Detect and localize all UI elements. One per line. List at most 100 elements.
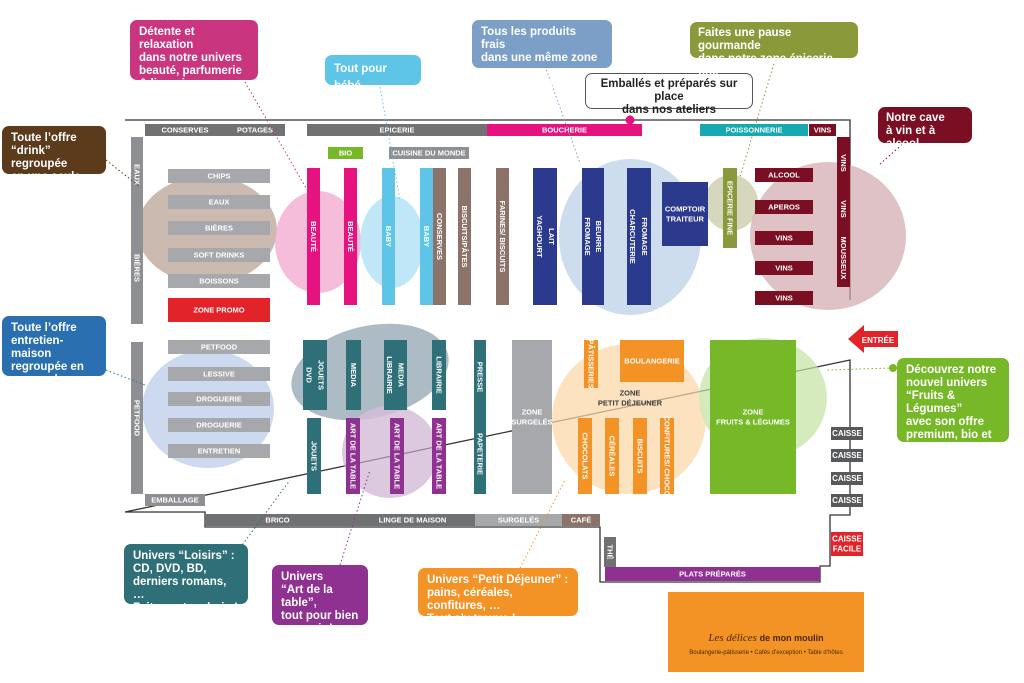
shelf-label: POTAGES [237,126,273,135]
shelf-linge-de-maison: LINGE DE MAISON [350,514,475,526]
callout-line: “Art de la table”, [281,584,333,609]
shelf-label: DROGUERIE [196,395,241,404]
shelf-lessive: LESSIVE [168,367,270,381]
callout-line: CD, DVD, BD, [133,563,207,575]
caisse-label: CAISSE [832,451,862,460]
callout-line: fresh & ready [906,442,980,454]
shelf-conserves: CONSERVES [433,168,446,305]
shelf-jouets: JOUETS [307,418,321,494]
block-label: COMPTOIR [665,205,706,214]
shelf-rect [303,340,315,410]
shelf-label: ALCOOL [768,171,800,180]
shelf-label: ART DE LA TABLE [393,423,402,489]
shelf-label: ENTRETIEN [198,447,241,456]
callout-line: derniers romans, … [133,576,227,601]
shelf-label: LINGE DE MAISON [379,516,447,525]
shelf-label: PRESSE [476,362,485,392]
shelf-eaux-side: EAUX [131,137,143,212]
shelf-rect [755,231,813,245]
shelf-rect [432,418,446,494]
shelf-the: THÉ [604,537,616,567]
shelf-rect [755,168,813,182]
shelf-beaute-2: BEAUTÉ [344,168,357,305]
shelf-rect [755,200,813,214]
shelf-label: LAIT [547,228,556,245]
callout-line: Détente et relaxation [139,26,195,51]
shelf-rect [328,147,363,159]
shelf-cafe: CAFÉ [562,514,600,526]
callout-line: entretien-maison [11,335,64,360]
shelf-rect [350,514,475,526]
callout-line: premium, bio et [906,429,992,441]
caisse-2: CAISSE [831,449,863,462]
shelf-plats-prepares: PLATS PRÉPARÉS [605,567,820,581]
shelf-rect [660,418,674,494]
block-label: TRAITEUR [666,215,704,224]
logo-tagline: Boulangerie-pâtisserie • Cafés d’excepti… [689,650,843,656]
caisse-rect [831,494,863,507]
shelf-label: BISCUITS [636,438,645,473]
shelf-cereales: CÉRÉALES [605,418,619,494]
caisse-1: CAISSE [831,427,863,440]
callout-loisirs: Univers “Loisirs” : CD, DVD, BD, dernier… [124,544,248,614]
shelf-label: MEDIA [349,363,358,388]
shelf-label: CHARCUTERIE [628,209,637,264]
shelf-label: FROMAGE [583,217,592,255]
shelf-rect [582,168,593,305]
shelf-rect [168,418,270,432]
shelf-label: EMBALLAGE [151,496,199,505]
shelf-rect [205,514,350,526]
shelf-dvd-jouets-b: JOUETS [315,340,327,410]
caisse-facile-rect [831,532,863,556]
caisse-facile-label: FACILE [833,545,862,554]
shelf-label: VINS [775,234,793,243]
callout-line: regroupée en [11,361,84,373]
caisse-rect [831,449,863,462]
shelf-rect [346,340,361,410]
shelf-label: EAUX [209,198,230,207]
block-boulangerie: BOULANGERIE [620,340,684,382]
shelf-rect [474,340,486,414]
shelf-emballage: EMBALLAGE [145,494,205,506]
shelf-vins-2: VINS [755,261,813,275]
entree-arrow[interactable]: ENTRÉE [848,325,898,353]
shelf-label: MEDIA [397,363,406,388]
shelf-rect [168,221,270,235]
shelf-fromage-beurre-b: BEURRE [593,168,604,305]
shelf-petfood: PETFOOD [168,340,270,354]
shelf-rect [131,212,143,324]
shelf-droguerie-2: DROGUERIE [168,418,270,432]
logo-brand-script: Les délices [708,632,757,644]
shelf-rect [395,340,407,410]
shelf-label: DVD [305,367,314,383]
callout-line: charcuterie, fromage, … [481,78,598,103]
shelf-label: PETFOOD [133,400,142,437]
shelf-label: BEURRE [594,221,603,253]
shelf-label: EPICERIE FINE [726,181,735,235]
shelf-rect [496,168,509,305]
callout-line: Faites votre choix ! [133,602,238,614]
callout-line: Univers “Petit Déjeuner” : [427,574,569,586]
callout-cave: Notre cave à vin et à alcool [878,107,972,150]
shelf-soft-drinks: SOFT DRINKS [168,248,270,262]
shelf-surgeles: SURGELÉS [475,514,562,526]
shelf-label: LIBRAIRIE [435,356,444,394]
shelf-rect [605,567,820,581]
shelf-label: YAGHOURT [535,215,544,258]
block-label: SURGELÉS [511,418,552,427]
callout-petitdej: Univers “Petit Déjeuner” : pains, céréal… [418,568,578,625]
fruits-dot [889,364,897,372]
shelf-vins-1: VINS [755,231,813,245]
shelf-rect [168,392,270,406]
shelf-label: VINS [775,264,793,273]
shelf-label: SOFT DRINKS [194,251,245,260]
shelf-rect [837,137,850,189]
shelf-rect [390,418,404,494]
shelf-rect [168,298,270,322]
callout-line: pains, céréales, confitures, … [427,587,513,612]
shelf-dvd-jouets-a: DVD [303,340,315,410]
shelf-rect [755,291,813,305]
